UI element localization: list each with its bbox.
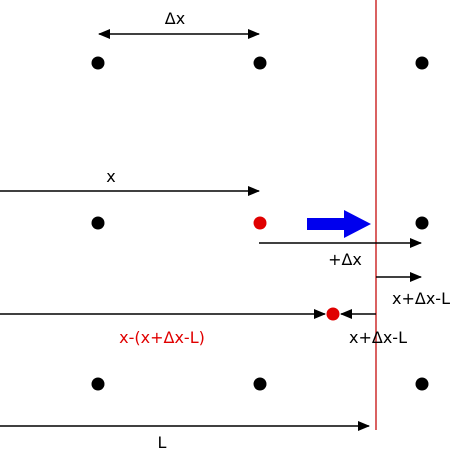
lattice-point	[91, 377, 105, 391]
delta-x-label: Δx	[165, 9, 185, 28]
lattice-point	[253, 377, 267, 391]
x-label: x	[106, 167, 115, 186]
lattice-point	[415, 377, 429, 391]
box-length-label: L	[158, 433, 167, 452]
lattice-point	[91, 216, 105, 230]
velocity-arrow	[307, 210, 371, 238]
lattice-point	[415, 216, 429, 230]
reverse-offset-label: x+Δx-L	[349, 328, 407, 347]
particle-wrapped	[326, 307, 340, 321]
lattice-point	[415, 56, 429, 70]
lattice-point	[253, 56, 267, 70]
overshoot-label: x+Δx-L	[392, 289, 450, 308]
plus-delta-x-label: +Δx	[328, 250, 362, 269]
particle-original	[253, 216, 267, 230]
wrapped-distance-label: x-(x+Δx-L)	[119, 328, 205, 347]
lattice-point	[91, 56, 105, 70]
